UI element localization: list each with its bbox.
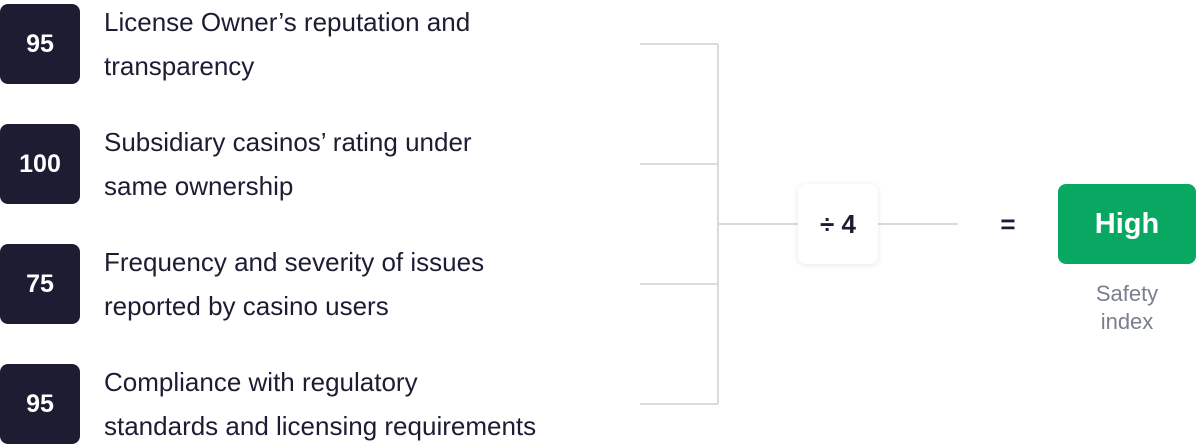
criterion-label-3: Frequency and severity of issues reporte… — [104, 240, 624, 328]
safety-index-caption-line1: Safety — [1095, 281, 1159, 306]
criterion-score-1: 95 — [0, 4, 80, 84]
criterion-label-4: Compliance with regulatory standards and… — [104, 360, 624, 448]
criterion-label-2-line2: same ownership — [104, 171, 294, 201]
criterion-score-4: 95 — [0, 364, 80, 444]
equals-sign: = — [1000, 208, 1016, 239]
criterion-label-1-line2: transparency — [104, 51, 255, 81]
criterion-score-2: 100 — [0, 124, 80, 204]
criterion-label-4-line2: standards and licensing requirements — [104, 411, 537, 441]
safety-index-caption: Safety index — [1058, 280, 1196, 336]
criterion-label-2-line1: Subsidiary casinos’ rating under — [104, 127, 472, 157]
safety-index-badge: High — [1058, 184, 1196, 264]
criterion-label-1-line1: License Owner’s reputation and — [104, 7, 471, 37]
safety-index-caption-line2: index — [1100, 309, 1154, 334]
criterion-label-3-line2: reported by casino users — [104, 291, 389, 321]
criterion-score-3: 75 — [0, 244, 80, 324]
divisor-box: ÷ 4 — [798, 184, 878, 264]
criterion-label-3-line1: Frequency and severity of issues — [104, 247, 485, 277]
criterion-label-2: Subsidiary casinos’ rating under same ow… — [104, 120, 624, 208]
criterion-label-4-line1: Compliance with regulatory — [104, 367, 418, 397]
criterion-label-1: License Owner’s reputation and transpare… — [104, 0, 624, 88]
